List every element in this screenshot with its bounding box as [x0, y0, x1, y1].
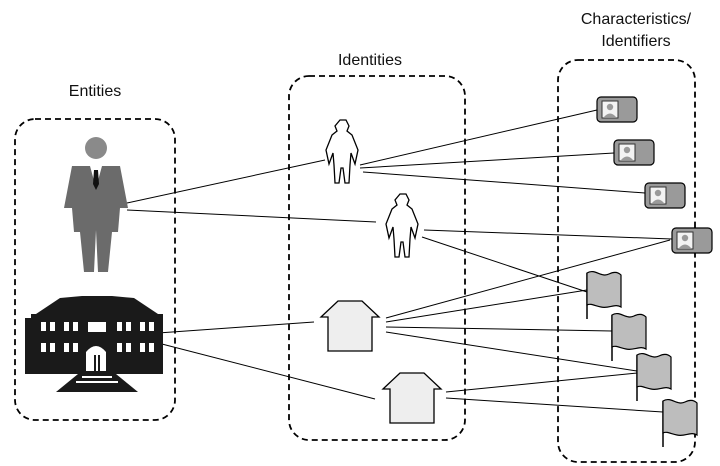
identifiers-group [557, 59, 696, 463]
id-card-icon [671, 227, 713, 254]
flag-icon [662, 398, 698, 448]
house-icon [382, 372, 442, 424]
outline-person-icon [385, 193, 419, 258]
outline-person-icon [325, 119, 359, 184]
identities-label: Identities [337, 52, 403, 69]
entities-label: Entities [68, 83, 122, 100]
connector-lines [126, 109, 673, 413]
identifiers-label: Identifiers [601, 33, 671, 50]
building-icon [25, 296, 163, 392]
identities-group [288, 75, 466, 441]
flag-icon [636, 352, 672, 402]
house-icon [320, 300, 380, 352]
characteristics-label: Characteristics/ [580, 11, 692, 28]
person-icon [64, 137, 128, 272]
entities-group [14, 118, 176, 421]
id-card-icon [644, 182, 686, 209]
flag-icon [586, 270, 622, 320]
id-card-icon [613, 139, 655, 166]
id-card-icon [596, 96, 638, 123]
